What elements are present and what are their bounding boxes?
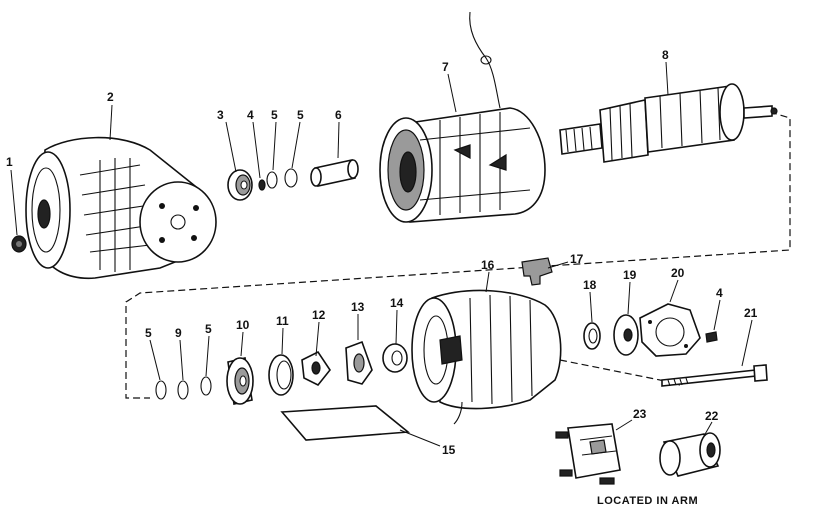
label-part-5-d: 5 bbox=[205, 322, 212, 336]
part-7-stator bbox=[379, 11, 546, 223]
label-part-11: 11 bbox=[276, 314, 289, 328]
label-part-3: 3 bbox=[217, 108, 224, 122]
label-part-5-a: 5 bbox=[271, 108, 278, 122]
label-part-6: 6 bbox=[335, 108, 342, 122]
part-13-baffle bbox=[345, 340, 373, 385]
part-10-bearing bbox=[226, 357, 254, 405]
label-part-2: 2 bbox=[107, 90, 114, 104]
part-21-through-bolt bbox=[661, 364, 768, 387]
label-part-16: 16 bbox=[481, 258, 495, 272]
part-17-clip bbox=[521, 257, 553, 286]
part-2-front-housing bbox=[25, 136, 217, 280]
label-part-14: 14 bbox=[390, 296, 404, 310]
label-part-4-upper: 4 bbox=[247, 108, 254, 122]
part-1-nut bbox=[11, 235, 27, 253]
part-6-sleeve bbox=[310, 159, 359, 187]
label-part-4-lower: 4 bbox=[716, 286, 723, 300]
part-labels: 1 2 3 4 5 5 6 7 8 5 9 5 10 11 12 13 14 1… bbox=[6, 48, 758, 457]
part-8-armature bbox=[559, 83, 778, 163]
part-5-washer-a bbox=[266, 171, 278, 189]
part-12-retainer bbox=[301, 350, 331, 387]
leader-lines bbox=[10, 61, 753, 447]
stator-lead-wire bbox=[469, 11, 501, 109]
label-part-18: 18 bbox=[583, 278, 597, 292]
label-part-13: 13 bbox=[351, 300, 365, 314]
label-part-9: 9 bbox=[175, 326, 182, 340]
label-part-1: 1 bbox=[6, 155, 13, 169]
part-22-capacitor bbox=[659, 432, 721, 477]
part-5-washer-c bbox=[155, 380, 167, 400]
part-14-spacer bbox=[382, 343, 408, 373]
located-in-arm-note: LOCATED IN ARM bbox=[597, 495, 698, 507]
part-16-end-bell bbox=[411, 289, 562, 425]
part-11-ring bbox=[268, 354, 294, 396]
part-19-retainer bbox=[613, 314, 639, 356]
part-9-washer bbox=[177, 380, 189, 400]
part-18-washer bbox=[583, 322, 601, 350]
label-part-8: 8 bbox=[662, 48, 669, 62]
part-5-washer-d bbox=[200, 376, 212, 396]
label-part-17: 17 bbox=[570, 252, 584, 266]
part-4-screw-upper bbox=[258, 179, 266, 191]
part-20-end-cap bbox=[639, 303, 701, 357]
assembly-line bbox=[125, 111, 791, 399]
part-15-gasket bbox=[280, 405, 411, 441]
label-part-20: 20 bbox=[671, 266, 685, 280]
label-part-22: 22 bbox=[705, 409, 719, 423]
label-part-21: 21 bbox=[744, 306, 758, 320]
label-part-5-c: 5 bbox=[145, 326, 152, 340]
label-part-10: 10 bbox=[236, 318, 250, 332]
label-part-19: 19 bbox=[623, 268, 637, 282]
label-part-5-b: 5 bbox=[297, 108, 304, 122]
part-5-washer-b bbox=[284, 168, 298, 188]
label-part-23: 23 bbox=[633, 407, 647, 421]
label-part-7: 7 bbox=[442, 60, 449, 74]
label-part-15: 15 bbox=[442, 443, 456, 457]
part-3-bearing bbox=[227, 169, 253, 201]
label-part-12: 12 bbox=[312, 308, 326, 322]
part-4-screw-lower bbox=[705, 331, 718, 343]
part-23-switch bbox=[555, 423, 621, 485]
